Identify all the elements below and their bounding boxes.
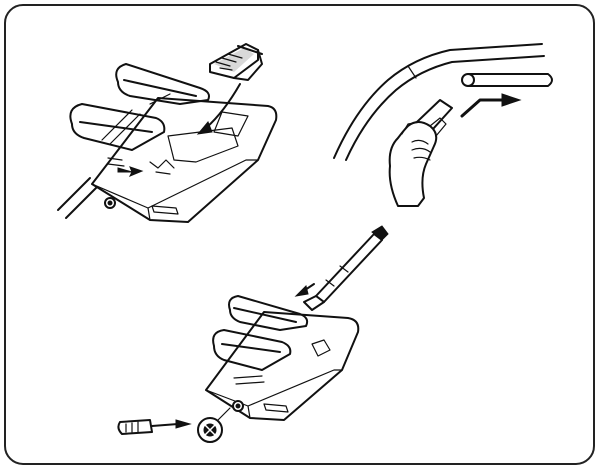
hand-with-tool [388,99,453,207]
window-frame-outer [333,43,543,159]
cleaning-tube [461,73,553,87]
screwdriver-icon [117,419,192,435]
wire-frame-back [115,63,210,105]
filter-cartridge [209,43,263,81]
wire-frame-front [69,103,166,151]
cable-left [57,177,99,219]
base-plate-2 [205,311,360,421]
push-arrow [117,166,144,177]
base-plate [91,97,278,223]
panel-2-window [333,43,553,207]
panel-1-assembly [57,43,278,223]
screw-head-icon [197,417,223,443]
direction-arrow [460,98,506,118]
rod [303,225,389,311]
window-frame-inner [345,55,545,161]
panel-3-assembly [117,225,389,443]
